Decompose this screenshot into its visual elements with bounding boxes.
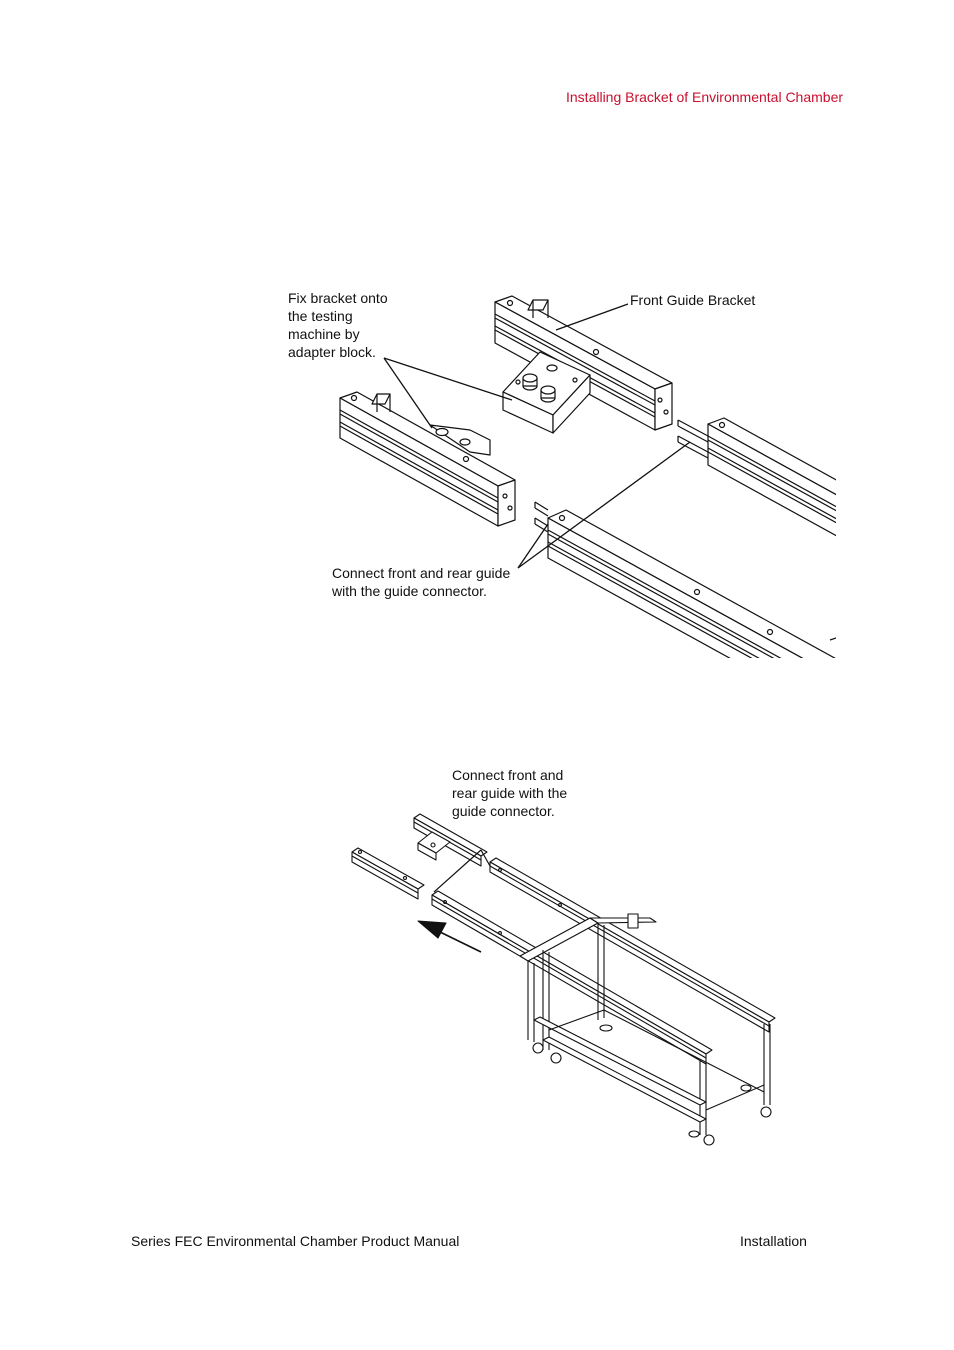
rear-left-guide: [339, 391, 516, 527]
footer-section: Installation: [740, 1233, 807, 1249]
callout-connect-2-line-2: rear guide with the: [452, 785, 568, 801]
leader-lines-figure-1: [383, 303, 691, 569]
callout-connect-2-line-3: guide connector.: [452, 803, 555, 819]
footer-manual-title: Series FEC Environmental Chamber Product…: [131, 1233, 460, 1249]
leader-lines-figure-2: [433, 849, 491, 893]
casters: [532, 1024, 772, 1146]
callout-fix-bracket-line-1: Fix bracket onto: [288, 290, 388, 306]
callout-connect-line-1: Connect front and rear guide: [332, 565, 511, 581]
rear-right-guide-upper: [677, 417, 836, 537]
direction-arrow: [417, 920, 482, 953]
rear-right-guide-lower: [534, 501, 836, 658]
callout-fix-bracket-line-3: machine by: [288, 326, 360, 342]
callout-connect-guides: Connect front and rear guide with the gu…: [332, 564, 510, 600]
callout-front-guide-bracket: Front Guide Bracket: [630, 292, 756, 308]
callout-connect-2-line-1: Connect front and: [452, 767, 564, 783]
frame-cross-beams: [519, 913, 771, 1135]
long-rails: [431, 857, 776, 1065]
front-guide-pieces: [351, 813, 488, 900]
callout-connect-guides-2: Connect front and rear guide with the gu…: [452, 766, 567, 820]
callout-connect-line-2: with the guide connector.: [332, 583, 487, 599]
section-title: Installing Bracket of Environmental Cham…: [566, 89, 844, 105]
callout-fix-bracket: Fix bracket onto the testing machine by …: [288, 289, 388, 361]
callout-fix-bracket-line-4: adapter block.: [288, 344, 376, 360]
callout-fix-bracket-line-2: the testing: [288, 308, 353, 324]
front-guide-bracket: [494, 295, 673, 434]
